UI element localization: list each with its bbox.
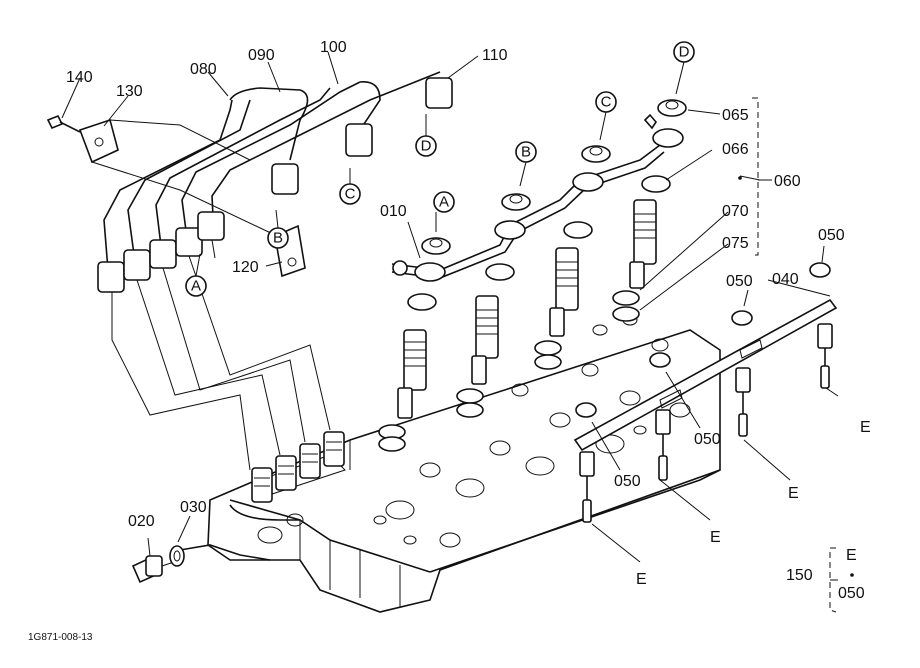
svg-text:B: B	[521, 144, 531, 161]
label-075: 075	[722, 235, 749, 252]
circled-callouts: A B C D D C B A	[185, 41, 695, 297]
label-050-mid: 050	[726, 273, 753, 290]
nozzle-gaskets	[378, 290, 640, 452]
pump-delivery-valves	[251, 431, 345, 503]
label-066: 066	[722, 141, 749, 158]
svg-text:D: D	[421, 138, 432, 155]
callout-B-pipe: B	[267, 227, 289, 249]
drawing-code: 1G871-008-13	[28, 632, 93, 643]
injection-pipes	[97, 71, 453, 471]
glow-plug-E-labels: E E E E	[636, 419, 871, 588]
svg-text:A: A	[191, 278, 201, 295]
label-060: 060	[774, 173, 801, 190]
label-030: 030	[180, 499, 207, 516]
callout-D-pipe: D	[415, 135, 437, 157]
leader-lines	[61, 51, 839, 613]
label-080: 080	[190, 61, 217, 78]
callout-C-nozzle: C	[595, 91, 617, 113]
cylinder-head	[179, 314, 721, 613]
part-number-labels: 140 130 080 090 100 110 065 066 060 070 …	[66, 39, 865, 602]
washer-030	[169, 545, 185, 567]
label-090: 090	[248, 47, 275, 64]
label-E-2: E	[788, 485, 799, 502]
callout-C-pipe: C	[339, 183, 361, 205]
pipe-clamp-130	[78, 118, 276, 236]
label-020: 020	[128, 513, 155, 530]
fuel-return-pipe	[391, 113, 684, 282]
label-110: 110	[482, 47, 508, 64]
svg-text:B: B	[273, 230, 283, 247]
callout-A-pipe: A	[185, 275, 207, 297]
label-150-E: E	[846, 547, 857, 564]
label-120: 120	[232, 259, 259, 276]
label-140: 140	[66, 69, 93, 86]
label-150: 150	[786, 567, 813, 584]
callout-B-nozzle: B	[515, 141, 537, 163]
injection-nozzles	[397, 199, 657, 419]
callout-D-nozzle: D	[673, 41, 695, 63]
svg-text:C: C	[345, 186, 356, 203]
label-050-top: 050	[818, 227, 845, 244]
svg-text:D: D	[679, 44, 690, 61]
label-E-1: E	[860, 419, 871, 436]
label-E-4: E	[636, 571, 647, 588]
fuel-return-nuts	[407, 99, 687, 311]
label-050-lower: 050	[694, 431, 721, 448]
label-040: 040	[772, 271, 799, 288]
label-070: 070	[722, 203, 749, 220]
bolt-140	[46, 114, 81, 133]
label-050-bottom: 050	[614, 473, 641, 490]
glow-plug-lead	[573, 298, 838, 452]
label-E-3: E	[710, 529, 721, 546]
glow-plugs	[579, 323, 833, 523]
label-100: 100	[320, 39, 347, 56]
glow-plug-nuts	[575, 262, 831, 418]
label-010: 010	[380, 203, 407, 220]
label-150-050: 050	[838, 585, 865, 602]
label-065: 065	[722, 107, 749, 124]
callout-A-nozzle: A	[433, 191, 455, 213]
fitting-020	[131, 555, 181, 584]
svg-text:C: C	[601, 94, 612, 111]
svg-text:A: A	[439, 194, 449, 211]
label-130: 130	[116, 83, 143, 100]
